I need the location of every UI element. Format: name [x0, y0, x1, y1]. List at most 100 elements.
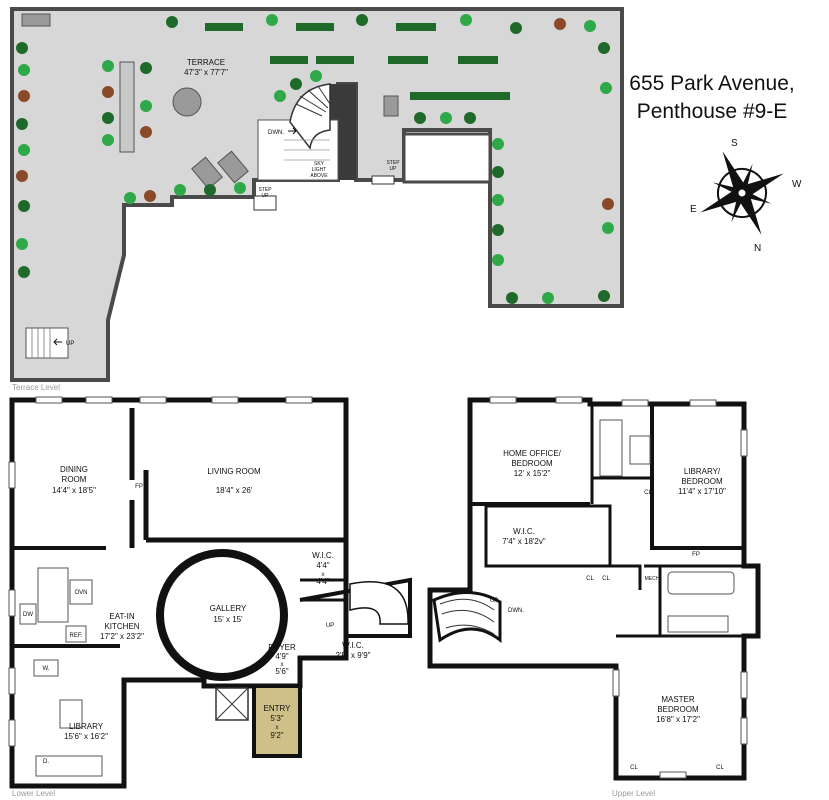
closet-label-4: CL — [630, 765, 638, 771]
lower-level — [9, 397, 412, 789]
plant — [440, 112, 452, 124]
plant — [492, 224, 504, 236]
upper-level-label: Upper Level — [612, 789, 655, 798]
plant — [140, 100, 152, 112]
gallery-dims: 15' x 15' — [213, 615, 243, 624]
plant — [16, 118, 28, 130]
plant — [18, 64, 30, 76]
closet-label-1: CL — [644, 490, 652, 496]
plant — [414, 112, 426, 124]
lower-up-label: UP — [326, 623, 334, 629]
dining-name-2: ROOM — [62, 475, 87, 484]
plant — [16, 170, 28, 182]
wic1-name: W.I.C. — [312, 551, 334, 560]
plant — [356, 14, 368, 26]
plant — [542, 292, 554, 304]
plant — [234, 182, 246, 194]
dryer-label: D. — [43, 759, 49, 765]
lower-stair — [349, 581, 409, 625]
foyer-x: x — [281, 662, 284, 668]
terrace-up-label: UP — [66, 341, 74, 347]
plant — [554, 18, 566, 30]
plant — [598, 42, 610, 54]
terrace-spiral-stair — [289, 83, 331, 150]
step-up2-label-1: STEP — [386, 160, 400, 166]
plant — [102, 60, 114, 72]
home-office-name: HOME OFFICE/ — [503, 449, 562, 458]
plant — [102, 134, 114, 146]
compass-n: N — [754, 243, 761, 254]
upper-wic-dims: 7'4" x 18'2v" — [502, 537, 546, 546]
home-office-dims: 12' x 15'2" — [514, 469, 551, 478]
master-dims: 16'8" x 17'2" — [656, 715, 700, 724]
plant — [492, 194, 504, 206]
plant — [102, 112, 114, 124]
entry-fill — [256, 688, 298, 754]
entry-name: ENTRY — [264, 704, 292, 713]
dining-dims: 14'4" x 18'5" — [52, 486, 96, 495]
terrace-dwn-label: DWN. — [268, 130, 284, 136]
washer-label: W. — [43, 666, 50, 672]
plant — [18, 200, 30, 212]
terrace-table — [172, 87, 202, 117]
wic2-dims: 2'5" x 9'9" — [336, 651, 371, 660]
step-up-label-1: STEP — [258, 187, 272, 193]
plant — [510, 22, 522, 34]
compass-e: E — [690, 204, 697, 215]
terrace-plants — [16, 14, 614, 304]
foyer-d1: 4'9" — [275, 652, 288, 661]
address-line-2: Penthouse #9-E — [637, 100, 788, 123]
plant — [140, 126, 152, 138]
plant — [16, 238, 28, 250]
foyer-name: FOYER — [268, 643, 296, 652]
dining-name: DINING — [60, 465, 88, 474]
plant — [16, 42, 28, 54]
upper-labels: HOME OFFICE/ BEDROOM 12' x 15'2" LIBRARY… — [490, 449, 726, 771]
living-name: LIVING ROOM — [207, 467, 261, 476]
entry-d1: 5'3" — [270, 714, 283, 723]
upper-up-label: UP — [490, 598, 498, 604]
terrace-stair-up — [25, 327, 69, 359]
upper-level — [427, 397, 761, 781]
upper-dwn-label: DWN. — [508, 608, 524, 614]
plant — [102, 86, 114, 98]
library-bedroom-name: LIBRARY/ — [684, 467, 721, 476]
wic1-d1: 4'4" — [316, 561, 329, 570]
lower-fp-label: FP — [135, 484, 143, 490]
plant — [18, 144, 30, 156]
wic2-name: W.I.C. — [342, 641, 364, 650]
plant — [506, 292, 518, 304]
plant — [492, 254, 504, 266]
terrace-dims: 47'3" x 77'7" — [184, 68, 228, 77]
wic1-x: x — [322, 572, 325, 578]
plant — [598, 290, 610, 302]
living-dims: 18'4" x 26' — [216, 486, 253, 495]
fridge-label: REF. — [69, 633, 82, 639]
master-name: MASTER — [661, 695, 695, 704]
terrace-level: TERRACE 47'3" x 77'7" DWN. SKY LIGHT ABO… — [10, 7, 624, 382]
plant — [600, 82, 612, 94]
plant — [204, 184, 216, 196]
closet-label-5: CL — [716, 765, 724, 771]
plant — [144, 190, 156, 202]
plant — [290, 78, 302, 90]
plant — [460, 14, 472, 26]
plant — [18, 90, 30, 102]
upper-spiral-stair — [432, 590, 502, 644]
closet-label-3: CL — [602, 576, 610, 582]
address-line-1: 655 Park Avenue, — [629, 72, 794, 95]
plant — [492, 166, 504, 178]
compass-s: S — [731, 138, 738, 149]
terrace-level-label: Terrace Level — [12, 383, 60, 392]
plant — [18, 266, 30, 278]
plant — [174, 184, 186, 196]
lower-labels: DINING ROOM 14'4" x 18'5" LIVING ROOM 18… — [23, 465, 371, 765]
plant — [602, 222, 614, 234]
skylight-label-1: SKY — [314, 161, 325, 167]
plant — [310, 70, 322, 82]
compass-rose — [700, 151, 784, 235]
upper-fp-label: FP — [692, 552, 700, 558]
skylight-label-2: LIGHT — [312, 167, 327, 173]
plant — [124, 192, 136, 204]
